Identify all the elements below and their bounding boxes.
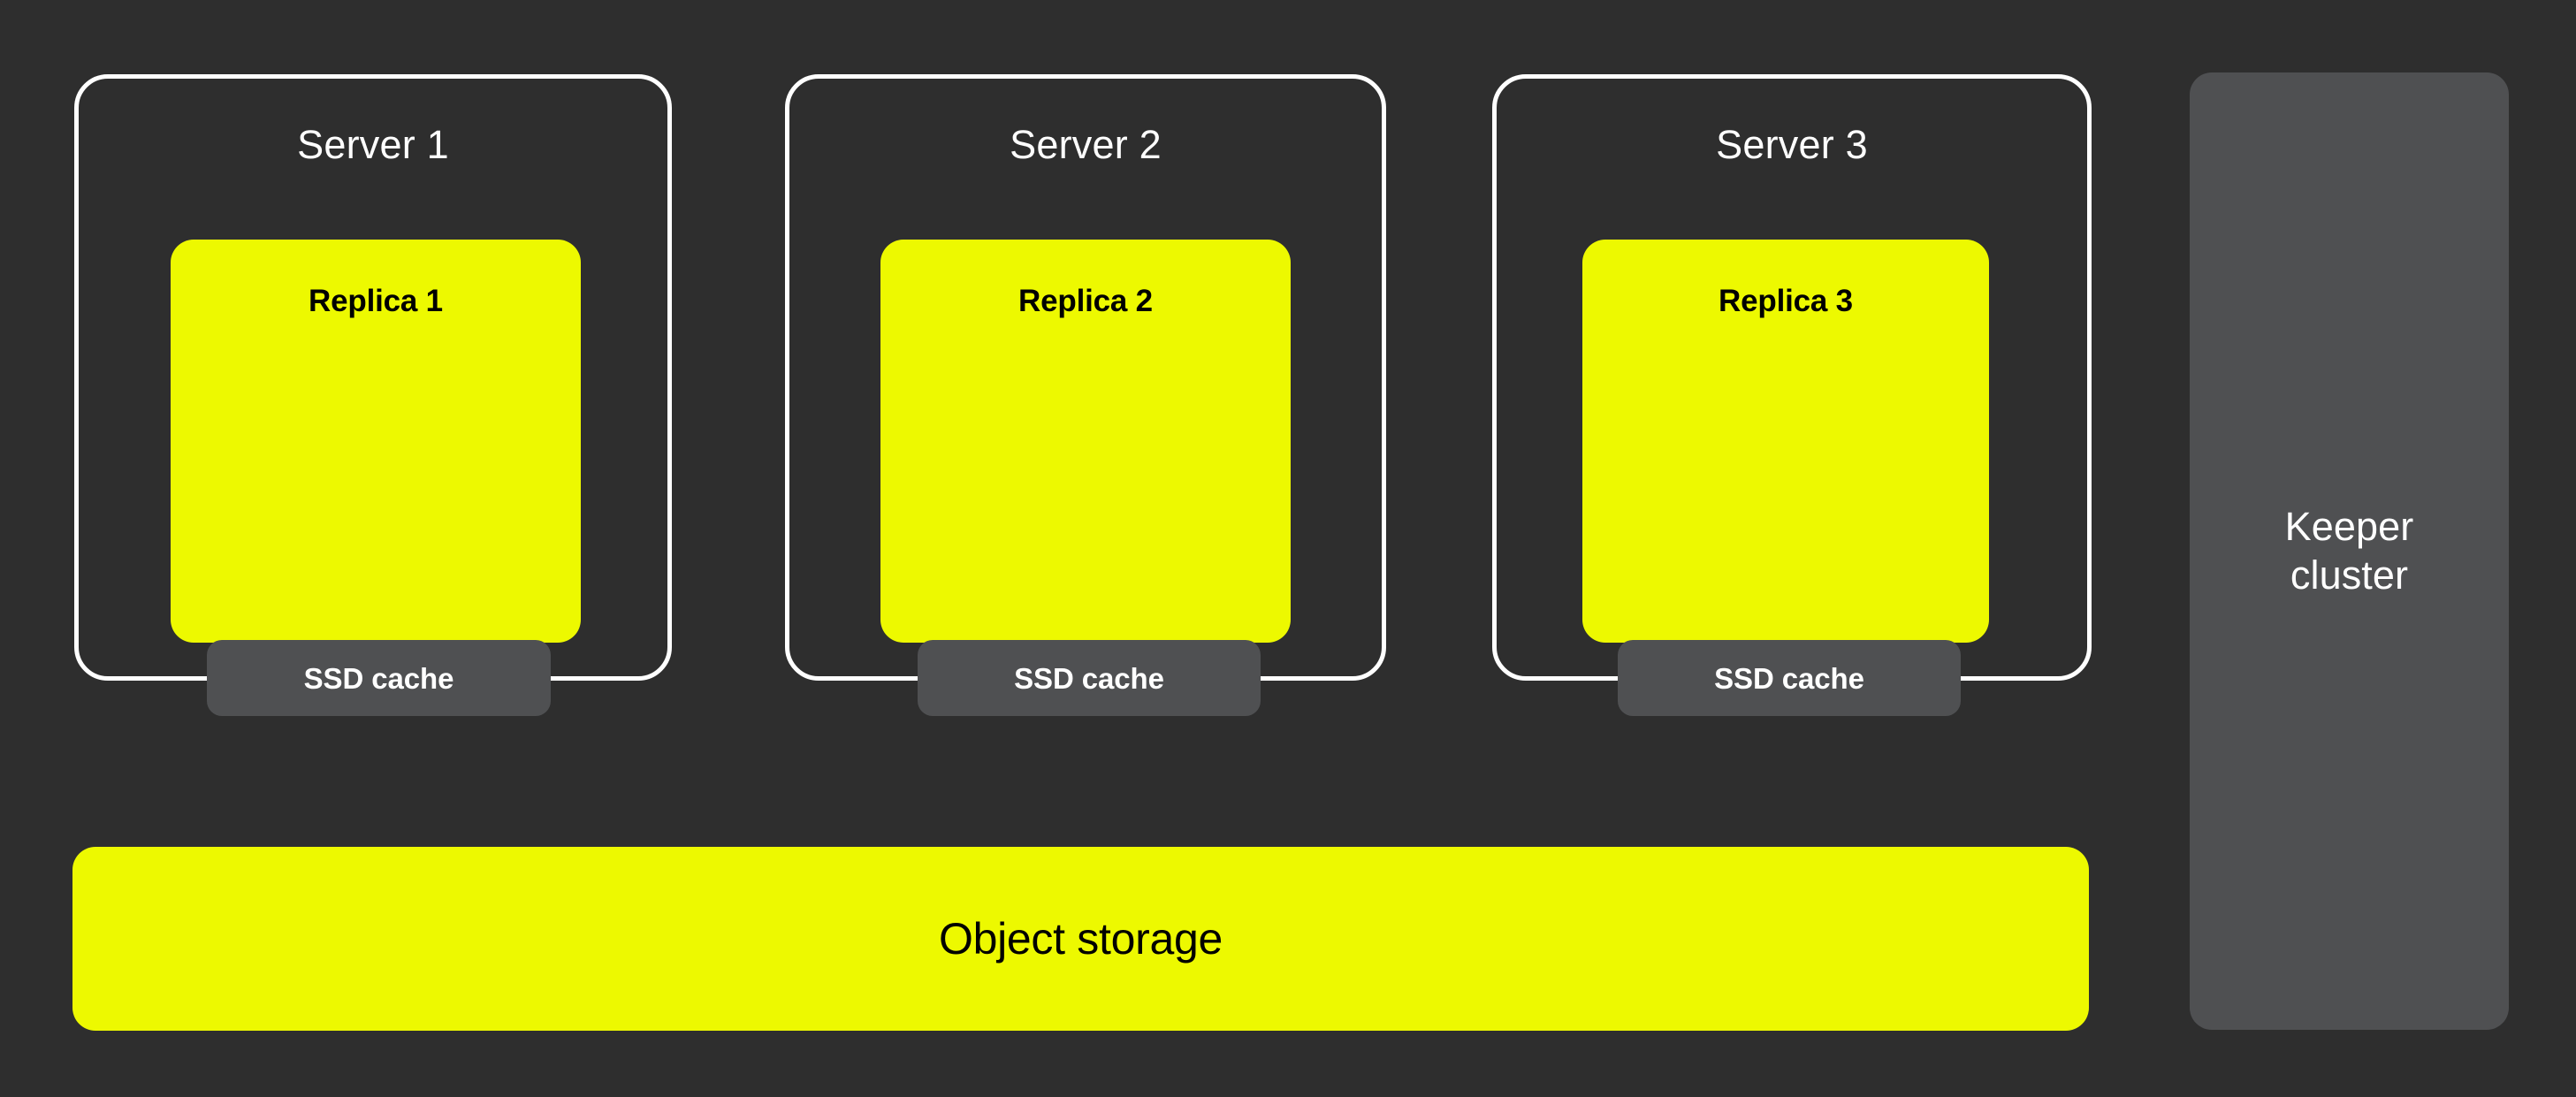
- replica-label-1: Replica 1: [309, 284, 443, 318]
- object-storage-block: Object storage: [72, 847, 2089, 1031]
- replica-label-2: Replica 2: [1018, 284, 1153, 318]
- server-title-1: Server 1: [297, 122, 449, 167]
- server-title-3: Server 3: [1716, 122, 1868, 167]
- ssd-cache-label-1: SSD cache: [303, 661, 454, 695]
- ssd-cache-label-3: SSD cache: [1714, 661, 1864, 695]
- server-title-2: Server 2: [1010, 122, 1162, 167]
- ssd-cache-chip-3: SSD cache: [1618, 640, 1961, 716]
- keeper-cluster-label: Keeper cluster: [2284, 503, 2414, 598]
- ssd-cache-label-2: SSD cache: [1014, 661, 1164, 695]
- replica-box-1: Replica 1: [171, 240, 581, 643]
- object-storage-label: Object storage: [939, 914, 1223, 964]
- ssd-cache-chip-1: SSD cache: [207, 640, 551, 716]
- replica-box-3: Replica 3: [1582, 240, 1989, 643]
- replica-label-3: Replica 3: [1719, 284, 1853, 318]
- replica-box-2: Replica 2: [880, 240, 1291, 643]
- ssd-cache-chip-2: SSD cache: [918, 640, 1261, 716]
- keeper-cluster-panel: Keeper cluster: [2190, 72, 2509, 1030]
